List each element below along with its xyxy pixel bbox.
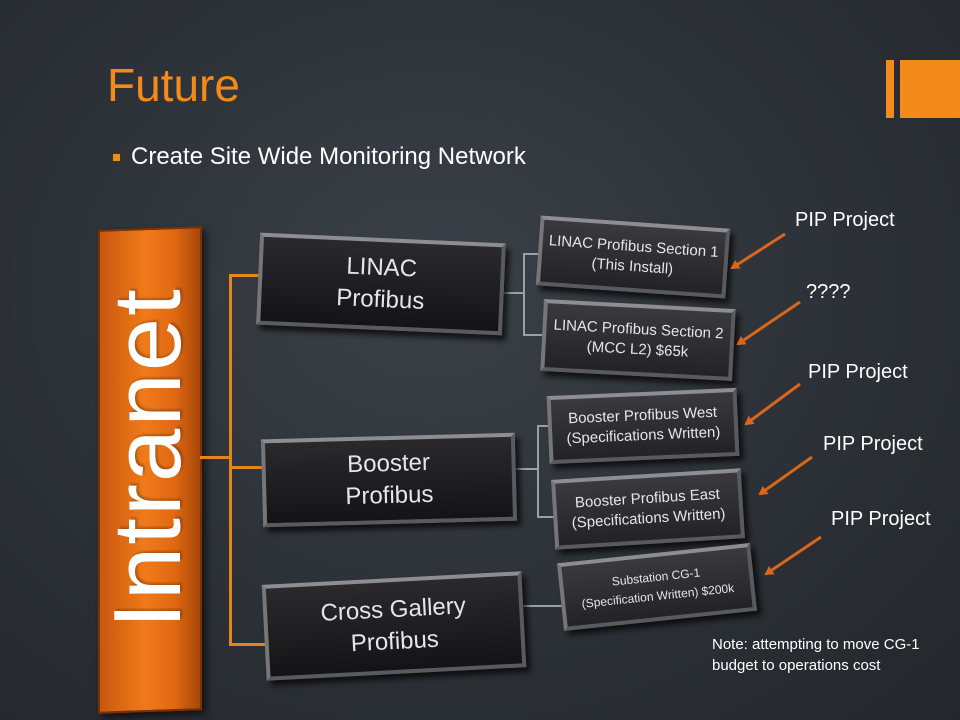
bullet-text: Create Site Wide Monitoring Network <box>131 143 526 170</box>
callout-linac-1: PIP Project <box>795 209 895 231</box>
slide-title: Future <box>107 59 240 111</box>
connector-crossgallery <box>229 643 265 646</box>
connector-linac-s1 <box>523 253 541 255</box>
arrow-substation <box>764 535 822 576</box>
connector-crossgallery-out <box>522 605 562 607</box>
arrow-booster-west <box>744 382 801 426</box>
accent-bar <box>886 60 894 118</box>
arrow-linac-2 <box>736 300 801 346</box>
connector-linac-split <box>523 253 525 335</box>
connector-booster-west <box>537 425 551 427</box>
square-bullet-icon <box>113 153 120 161</box>
callout-linac-2: ???? <box>806 281 851 303</box>
callout-substation: PIP Project <box>831 508 931 530</box>
connector-linac-out <box>502 292 524 294</box>
bullet-item: Create Site Wide Monitoring Network <box>113 143 526 171</box>
connector-linac <box>229 274 263 277</box>
connector-linac-s2 <box>523 334 545 336</box>
connector-booster-east <box>537 516 555 518</box>
arrow-linac-1 <box>730 232 786 270</box>
connector-booster <box>229 466 265 469</box>
callout-booster-east: PIP Project <box>823 433 923 455</box>
connector-trunk <box>229 276 232 646</box>
accent-block <box>900 60 960 118</box>
callout-booster-west: PIP Project <box>808 361 908 383</box>
arrow-booster-east <box>758 455 813 496</box>
connector-booster-out <box>516 468 538 470</box>
budget-note: Note: attempting to move CG-1 budget to … <box>712 636 920 674</box>
connector-booster-split <box>537 425 539 517</box>
connector-root <box>200 456 230 459</box>
